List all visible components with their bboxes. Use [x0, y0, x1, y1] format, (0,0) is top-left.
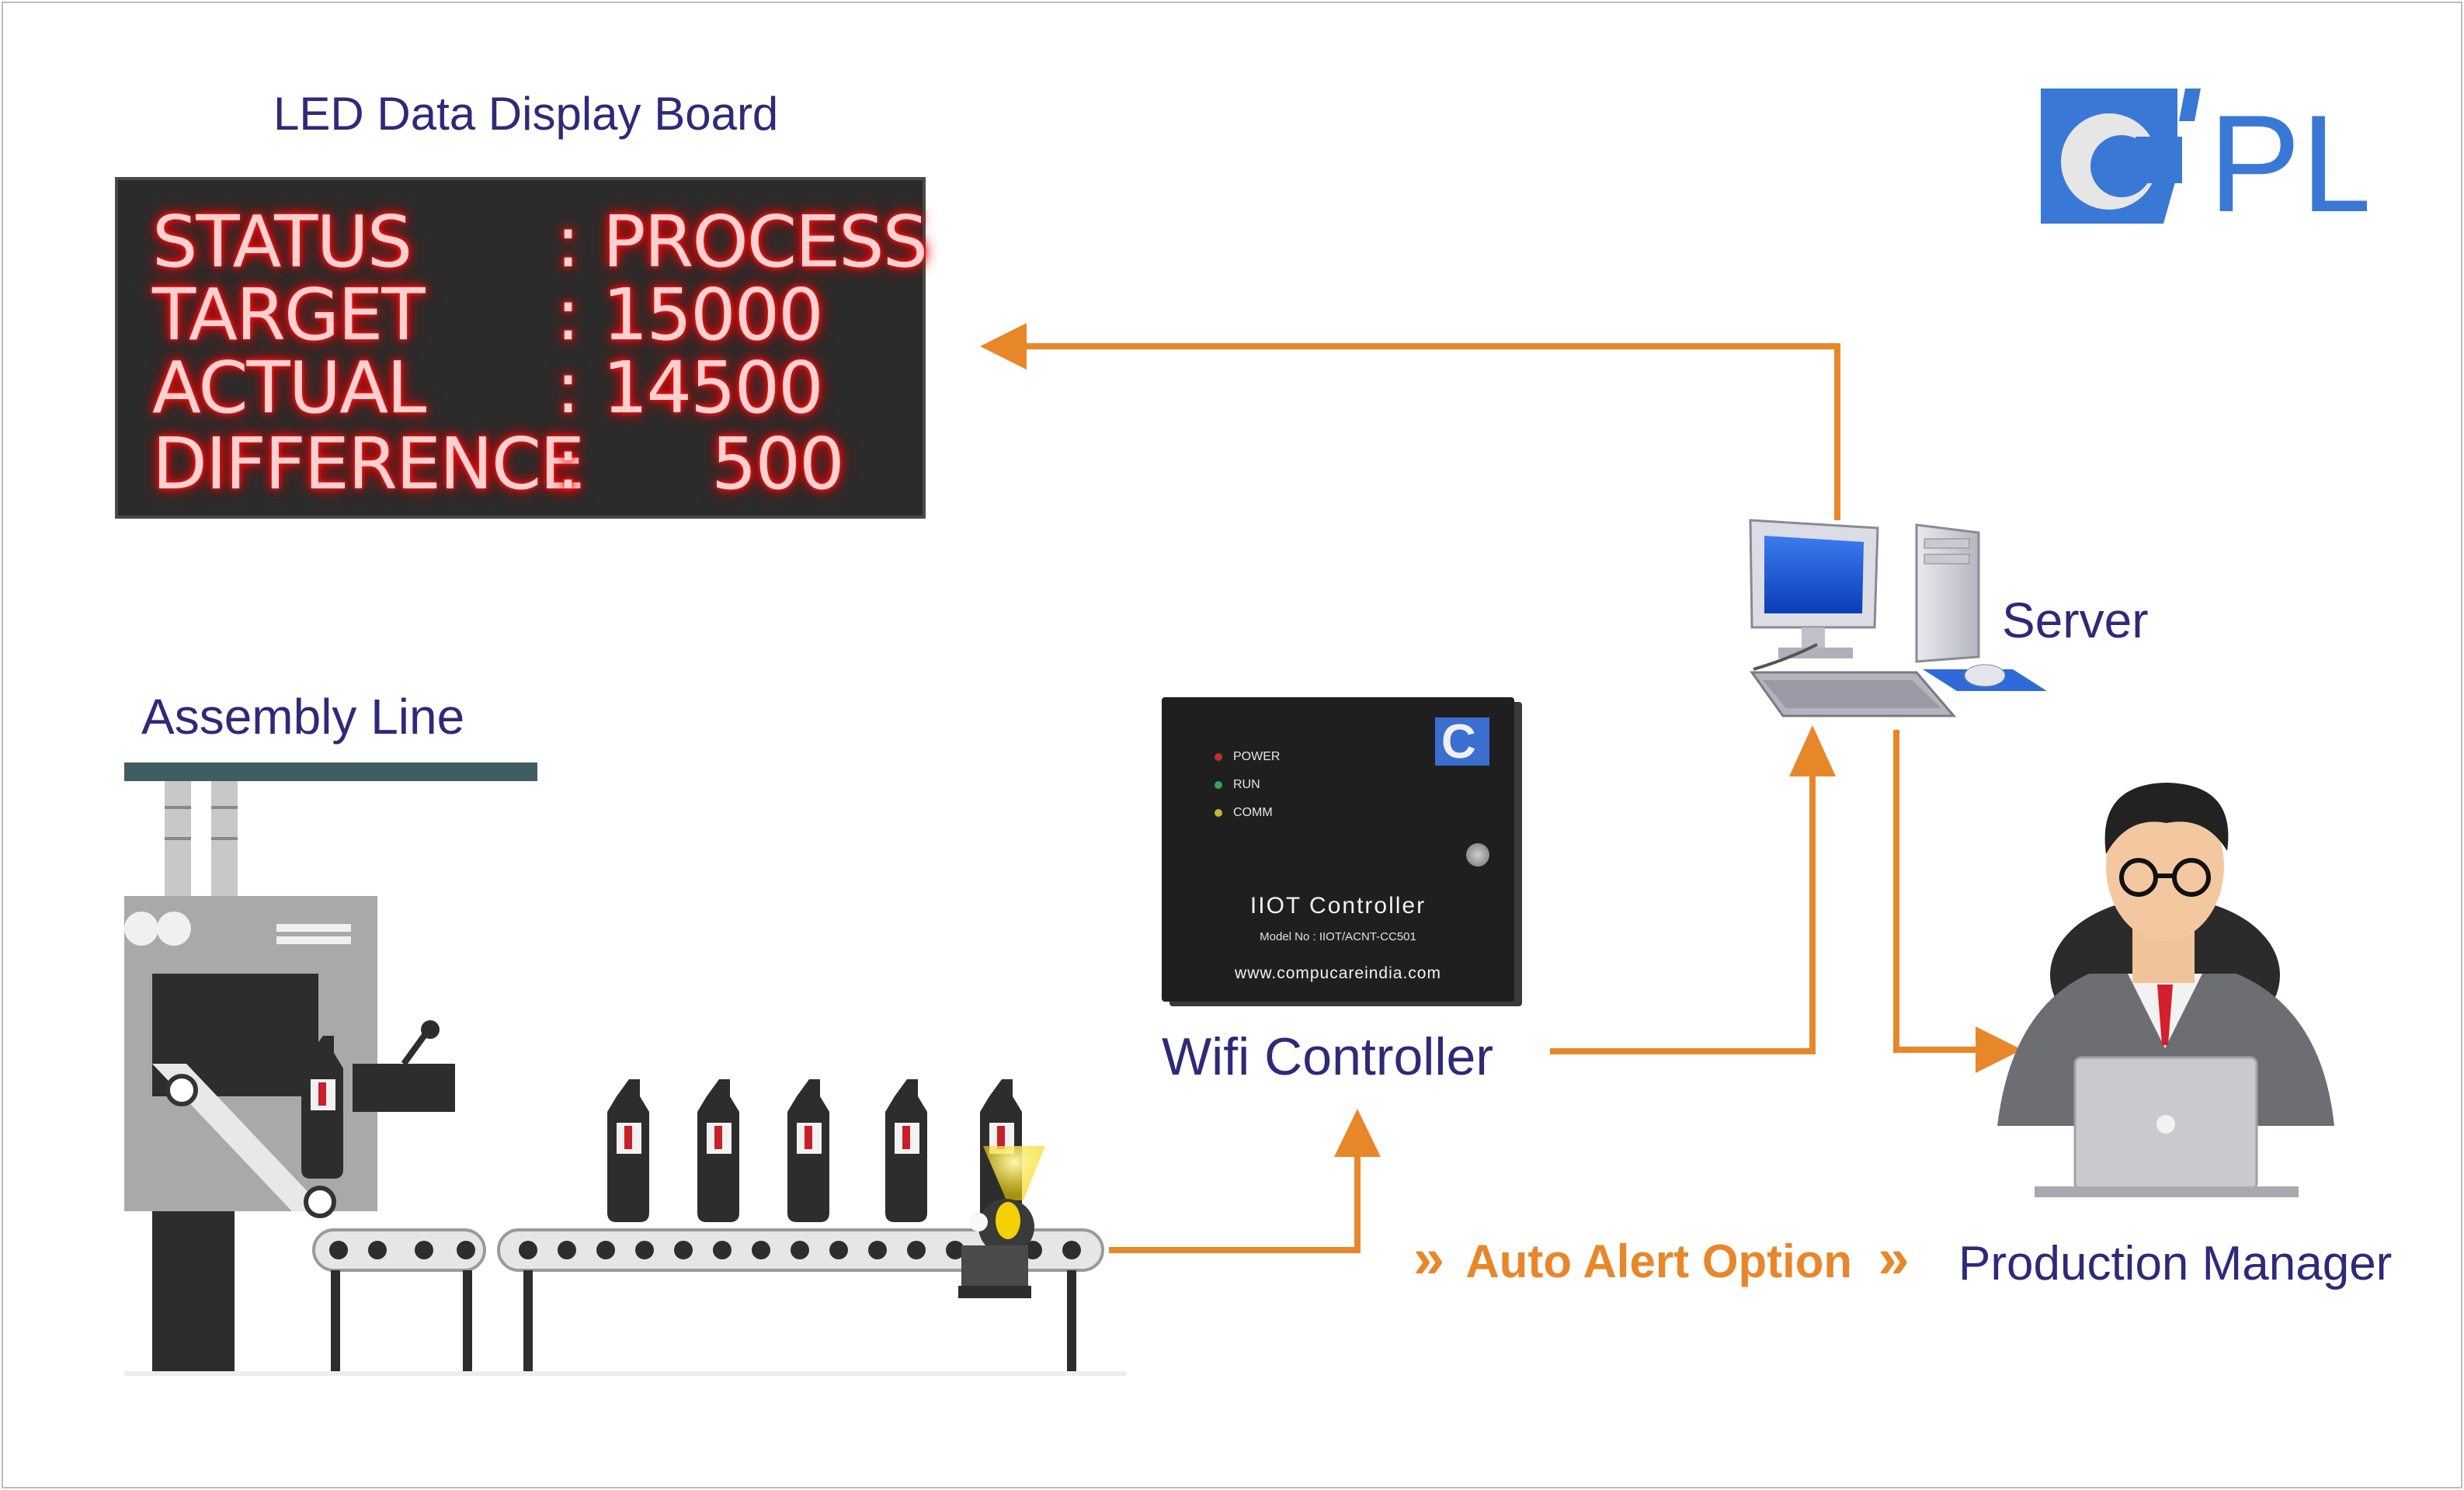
led-sep: : [556, 273, 580, 356]
arrow-line-controller-to-server [1550, 759, 1816, 1054]
flow-arrows [1017, 343, 1988, 1253]
logo-c-gap [2136, 137, 2182, 183]
led-display-board: STATUS: PROCESS TARGET:15000 ACTUAL:14500… [115, 177, 928, 519]
comm-led-icon [1215, 808, 1222, 817]
run-led-icon [1215, 780, 1222, 789]
led-sep: : [556, 200, 580, 283]
logo-apostrophe [2179, 89, 2201, 121]
cpl-logo: PL [2041, 89, 2367, 224]
led-value: 15000 [603, 273, 824, 356]
led-row-status: STATUS: PROCESS [152, 200, 928, 283]
server-computer-icon [1749, 519, 2047, 717]
sensor-icon [958, 1146, 1045, 1298]
arrow-line-server-to-board [1017, 343, 1840, 520]
indicator-power-label: POWER [1233, 750, 1281, 763]
controller-logo-letter: C [1441, 715, 1476, 769]
iiot-controller-device: C POWER RUN COMM IIOT Controller Model N… [1162, 697, 1514, 1002]
led-value: 14500 [603, 346, 824, 429]
wifi-controller-title: Wifi Controller [1162, 1027, 1493, 1086]
led-key: DIFFERENCE [152, 422, 585, 505]
led-key: ACTUAL [152, 346, 426, 429]
production-manager-title: Production Manager [1958, 1237, 2393, 1290]
led-row-actual: ACTUAL:14500 [152, 346, 824, 429]
controller-name: IIOT Controller [1249, 893, 1427, 919]
auto-alert-label: » Auto Alert Option » [1413, 1227, 1909, 1290]
indicator-comm: COMM [1215, 806, 1273, 820]
led-row-target: TARGET:15000 [152, 273, 824, 356]
chevron-right-icon: » [1878, 1228, 1909, 1290]
led-value: PROCESS [603, 200, 928, 283]
arrowhead-up-icon [1334, 1109, 1381, 1157]
arrow-line-server-to-manager [1893, 730, 1988, 1053]
led-board-title: LED Data Display Board [273, 88, 779, 140]
server-title: Server [2002, 592, 2149, 648]
logo-text: PL [2209, 89, 2367, 224]
indicator-comm-label: COMM [1233, 806, 1273, 819]
indicator-run-label: RUN [1233, 778, 1260, 791]
controller-knob-icon [1466, 843, 1489, 867]
assembly-line-title: Assembly Line [141, 689, 465, 745]
power-led-icon [1215, 752, 1222, 761]
controller-model: Model No : IIOT/ACNT-CC501 [1260, 930, 1416, 943]
led-value: 500 [711, 422, 845, 505]
led-key: TARGET [152, 273, 426, 356]
indicator-power: POWER [1215, 750, 1280, 764]
arrowhead-up-icon [1789, 725, 1836, 776]
led-sep: : [556, 422, 580, 505]
auto-alert-text: Auto Alert Option [1465, 1235, 1853, 1287]
indicator-run: RUN [1215, 778, 1260, 792]
arrowhead-right-icon [1976, 1026, 2022, 1073]
chevron-left-icon: » [1413, 1228, 1444, 1290]
led-sep: : [556, 346, 580, 429]
led-row-difference: DIFFERENCE: 500 [152, 422, 845, 505]
arrowhead-left-icon [980, 323, 1027, 370]
controller-website: www.compucareindia.com [1235, 964, 1441, 982]
arrow-line-line-to-controller [1109, 1141, 1361, 1253]
led-key: STATUS [152, 200, 412, 283]
controller-logo-icon: C [1435, 715, 1489, 769]
production-manager-icon [1997, 783, 2334, 1197]
arrowheads [980, 323, 2022, 1157]
conveyor-belt-icon [124, 1228, 1126, 1376]
